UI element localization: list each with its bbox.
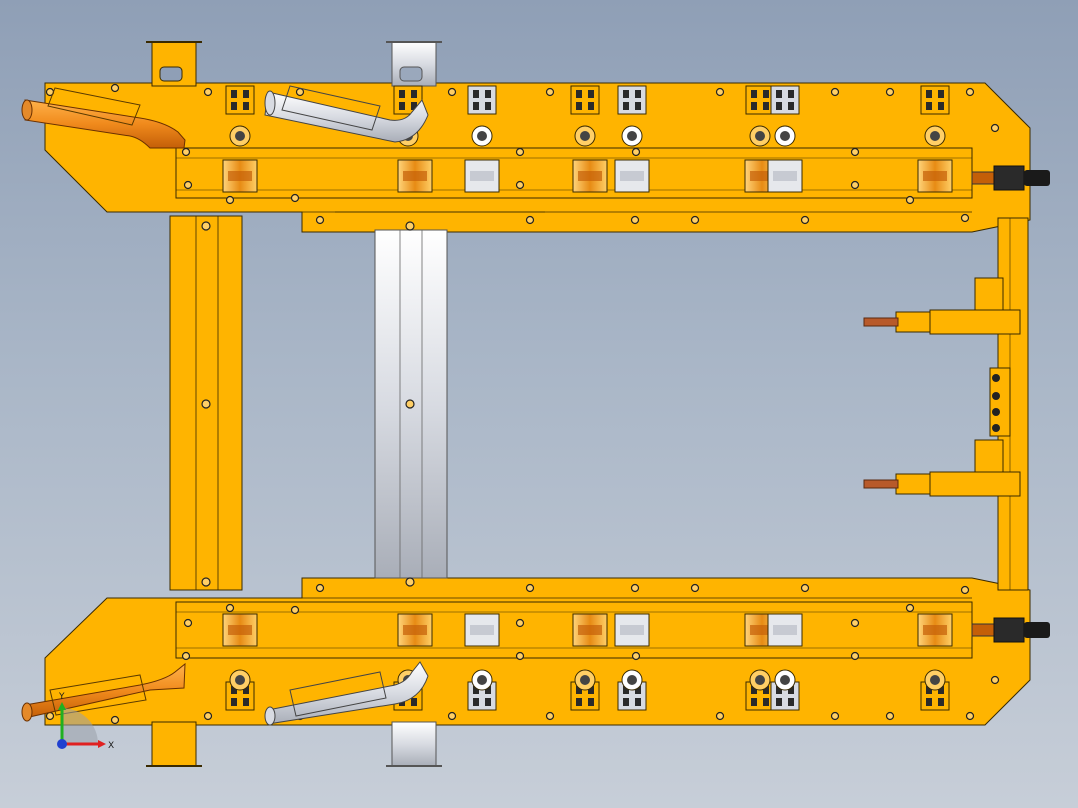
top-clamp-block[interactable] [467, 85, 497, 147]
top-support-pad[interactable] [397, 159, 433, 193]
locator-pin-bottom-right[interactable] [971, 617, 1050, 643]
top-clamp-block[interactable] [225, 85, 255, 147]
triad-x-arrow [98, 740, 106, 748]
side-clamp-lower[interactable] [863, 439, 1021, 497]
top-support-pad[interactable] [572, 159, 608, 193]
lifting-tab-top-left[interactable] [146, 41, 202, 87]
top-support-pad[interactable] [614, 159, 650, 193]
orientation-triad: X Y [57, 692, 114, 751]
lifting-tab-bottom-mid[interactable] [386, 721, 442, 767]
top-support-pad[interactable] [917, 159, 953, 193]
top-clamp-block[interactable] [745, 85, 775, 147]
bottom-support-pad[interactable] [917, 613, 953, 647]
clamp-block-group[interactable] [225, 85, 950, 711]
bottom-clamp-block[interactable] [920, 669, 950, 711]
bottom-clamp-block[interactable] [745, 669, 775, 711]
top-clamp-block[interactable] [570, 85, 600, 147]
top-support-pad[interactable] [464, 159, 500, 193]
bottom-support-pad[interactable] [767, 613, 803, 647]
bottom-support-pad[interactable] [464, 613, 500, 647]
copper-tube-top-left[interactable] [21, 87, 186, 149]
top-clamp-block[interactable] [617, 85, 647, 147]
top-clamp-block[interactable] [770, 85, 800, 147]
side-clamp-upper[interactable] [863, 277, 1021, 335]
steel-tube-top-mid[interactable] [264, 85, 429, 143]
bottom-support-pad[interactable] [397, 613, 433, 647]
bottom-clamp-block[interactable] [570, 669, 600, 711]
lifting-tab-bottom-left[interactable] [146, 721, 202, 767]
steel-tube-bottom-mid[interactable] [264, 661, 429, 726]
locator-pin-top-right[interactable] [971, 165, 1050, 191]
right-bracket-stack[interactable] [989, 367, 1011, 437]
bottom-support-pad[interactable] [572, 613, 608, 647]
lifting-tab-top-mid[interactable] [386, 41, 442, 87]
copper-tube-bottom-left[interactable] [21, 662, 186, 722]
triad-y-arrow [58, 702, 66, 710]
triad-x-label: X [108, 741, 114, 751]
bottom-clamp-block[interactable] [225, 669, 255, 711]
top-support-pad[interactable] [222, 159, 258, 193]
top-support-pad[interactable] [767, 159, 803, 193]
bottom-clamp-block[interactable] [617, 669, 647, 711]
bottom-support-pad[interactable] [614, 613, 650, 647]
triad-y-label: Y [58, 692, 65, 702]
bottom-support-pad[interactable] [222, 613, 258, 647]
bottom-clamp-block[interactable] [770, 669, 800, 711]
support-pad-group[interactable] [222, 159, 953, 647]
top-clamp-block[interactable] [920, 85, 950, 147]
left-cross-member[interactable] [169, 215, 243, 591]
bottom-clamp-block[interactable] [467, 669, 497, 711]
triad-origin [57, 739, 67, 749]
